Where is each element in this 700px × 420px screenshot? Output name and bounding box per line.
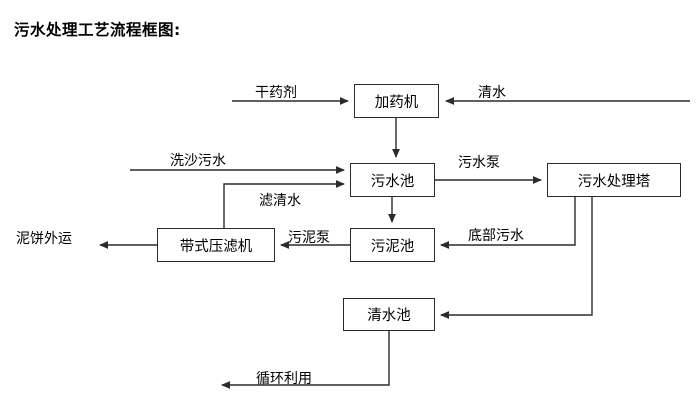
- node-label: 污水池: [370, 173, 415, 190]
- node-treatment-tower[interactable]: 污水处理塔: [547, 163, 681, 197]
- edge-label-dry-agent: 干药剂: [255, 85, 297, 101]
- node-belt-filter-press[interactable]: 带式压滤机: [157, 228, 275, 262]
- node-dosing-machine[interactable]: 加药机: [354, 84, 439, 118]
- edge-label-bottom-sewage: 底部污水: [468, 228, 524, 244]
- edge-tower-to-clear: [440, 197, 593, 319]
- node-label: 清水池: [367, 308, 411, 324]
- edge-label-sludge-pump: 污泥泵: [288, 230, 330, 246]
- page-title: 污水处理工艺流程框图:: [14, 21, 181, 39]
- node-sludge-pool[interactable]: 污泥池: [350, 228, 435, 262]
- node-sewage-pool[interactable]: 污水池: [350, 163, 435, 197]
- terminal-label-mud-cake-out: 泥饼外运: [16, 231, 72, 247]
- node-label: 污泥池: [370, 238, 415, 255]
- node-label: 污水处理塔: [577, 173, 651, 190]
- edge-label-sand-wash-wastewater: 洗沙污水: [170, 153, 226, 169]
- edge-clear-recycle: [221, 331, 390, 389]
- edge-tower-to-sludge: [440, 197, 576, 249]
- node-clear-water-pool[interactable]: 清水池: [343, 298, 435, 331]
- edge-filtrate-to-sewage: [223, 180, 345, 228]
- node-label: 带式压滤机: [179, 238, 253, 255]
- node-label: 加药机: [374, 94, 419, 111]
- edge-label-filtrate: 滤清水: [259, 193, 301, 209]
- edge-label-sewage-pump: 污水泵: [458, 155, 500, 171]
- edge-label-clean-water: 清水: [478, 85, 506, 101]
- edge-label-recycle: 循环利用: [256, 371, 312, 387]
